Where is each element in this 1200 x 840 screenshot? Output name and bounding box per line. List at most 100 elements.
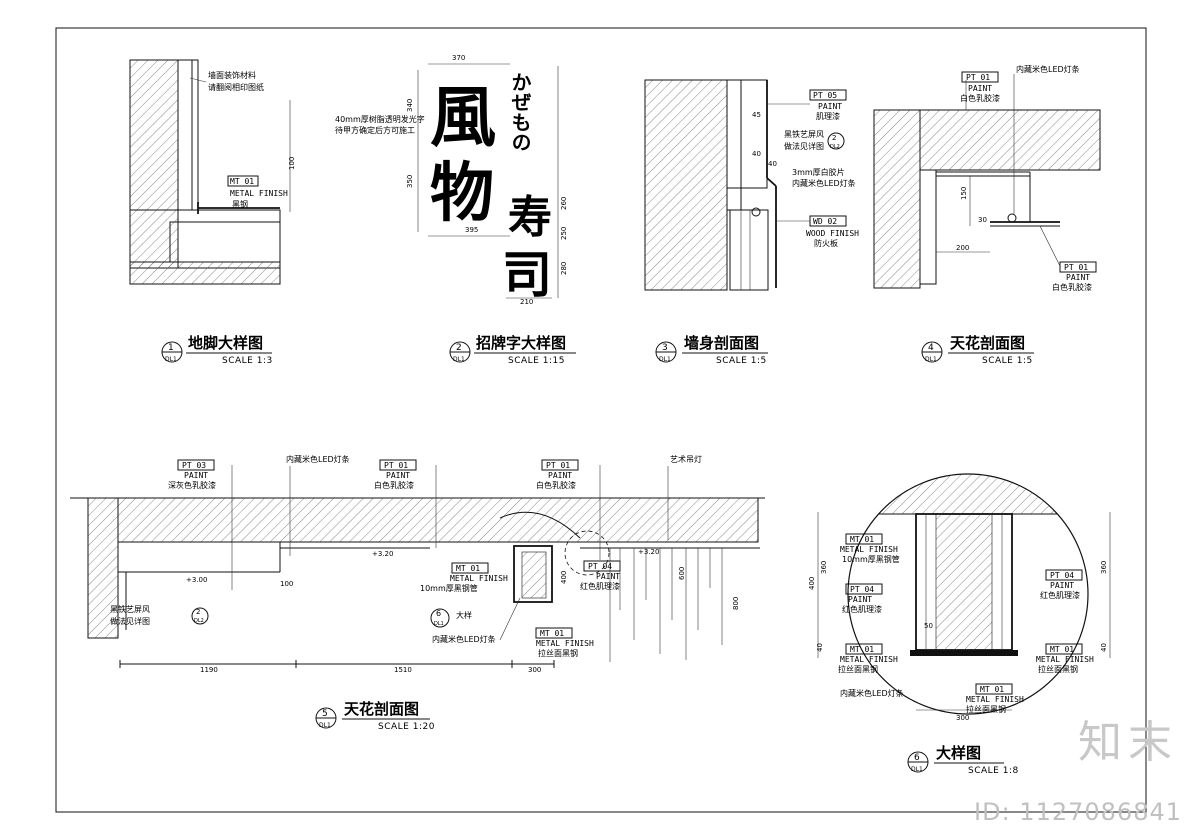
svg-text:内藏米色LED灯条: 内藏米色LED灯条 [286,454,350,464]
svg-text:400: 400 [560,571,568,584]
svg-text:DL1: DL1 [925,356,937,363]
svg-text:PAINT: PAINT [818,102,842,111]
svg-text:40: 40 [752,150,761,158]
svg-text:PT 04: PT 04 [588,562,612,571]
svg-text:红色肌理漆: 红色肌理漆 [842,604,882,614]
detail-1-skirting: 100 墙面装饰材料 请翻阅相印图纸 MT 01 METAL FINISH 黑钢… [129,59,296,366]
svg-text:1: 1 [168,343,174,353]
svg-text:白色乳胶漆: 白色乳胶漆 [1052,282,1092,292]
svg-text:600: 600 [678,567,686,580]
detail-2-sign-lettering: 40mm厚树脂透明发光字 待甲方确定后方可施工 370 395 340 350 … [335,54,576,366]
svg-text:DL1: DL1 [659,356,671,363]
svg-text:DL1: DL1 [165,356,177,363]
svg-text:内藏米色LED灯条: 内藏米色LED灯条 [792,178,856,188]
pendant-lamp [609,548,723,662]
tag-pt05: PT 05 [813,91,837,100]
svg-text:40: 40 [768,160,777,168]
note-see-drawing: 请翻阅相印图纸 [208,82,264,92]
detail-title: 天花剖面图 [950,334,1025,352]
detail-scale: SCALE 1:3 [222,356,273,366]
dim-100: 100 [288,157,296,170]
svg-text:红色肌理漆: 红色肌理漆 [1040,590,1080,600]
note-wall-finish: 墙面装饰材料 [208,70,256,80]
svg-text:3: 3 [662,343,668,353]
svg-text:MT 01: MT 01 [850,645,874,654]
svg-text:800: 800 [732,597,740,610]
svg-text:10mm厚黑钢管: 10mm厚黑钢管 [420,583,478,593]
svg-text:250: 250 [560,227,568,240]
svg-text:红色肌理漆: 红色肌理漆 [580,581,620,591]
detail-4-ceiling-section: PT 01 PAINT 白色乳胶漆 内藏米色LED灯条 150 30 200 P… [873,64,1101,366]
svg-text:45: 45 [752,111,761,119]
svg-text:260: 260 [560,197,568,210]
svg-text:MT 01: MT 01 [1050,645,1074,654]
svg-text:WOOD FINISH: WOOD FINISH [806,229,859,238]
tag-pt03: PT 03 [182,461,206,470]
svg-text:50: 50 [924,622,933,630]
svg-text:DL1: DL1 [453,356,465,363]
sign-char-1: 風 [430,79,496,156]
svg-text:METAL FINISH: METAL FINISH [450,574,508,583]
svg-text:METAL FINISH: METAL FINISH [536,639,594,648]
sign-char-4: 司 [502,246,552,304]
svg-text:300: 300 [528,666,541,674]
sign-char-3: 寿 [508,192,552,243]
svg-text:DL2: DL2 [194,618,204,624]
detail-title: 地脚大样图 [188,334,263,352]
svg-text:360: 360 [1100,561,1108,574]
detail-5-ceiling-section-large: +3.00 +3.20 +3.20 PT 03 PAINT 深灰色乳胶漆 内藏米… [70,454,765,732]
svg-text:5: 5 [322,709,328,719]
svg-text:PAINT: PAINT [596,572,620,581]
svg-text:大样: 大样 [456,610,472,620]
svg-text:1190: 1190 [200,666,218,674]
svg-text:PT 04: PT 04 [1050,571,1074,580]
svg-text:PAINT: PAINT [968,84,992,93]
svg-text:+3.20: +3.20 [638,548,659,556]
svg-text:拉丝面黑钢: 拉丝面黑钢 [966,704,1006,714]
svg-text:白色乳胶漆: 白色乳胶漆 [536,480,576,490]
svg-text:拉丝面黑钢: 拉丝面黑钢 [838,664,878,674]
svg-text:艺术吊灯: 艺术吊灯 [670,454,702,464]
svg-text:DL1: DL1 [319,722,331,729]
sign-char-2: 物 [430,157,494,231]
svg-text:METAL FINISH: METAL FINISH [840,545,898,554]
detail-scale: SCALE 1:5 [716,356,767,366]
svg-text:+3.20: +3.20 [372,550,393,558]
note-resin-letters: 40mm厚树脂透明发光字 [335,114,425,124]
svg-text:4: 4 [928,343,934,353]
svg-text:370: 370 [452,54,465,62]
svg-text:340: 340 [406,99,414,112]
svg-text:做法见详图: 做法见详图 [784,141,824,151]
svg-text:6: 6 [436,609,441,618]
svg-text:DL1: DL1 [911,766,923,773]
svg-text:PAINT: PAINT [548,471,572,480]
tag-mt01: MT 01 [230,177,254,186]
svg-text:PAINT: PAINT [1066,273,1090,282]
svg-text:深灰色乳胶漆: 深灰色乳胶漆 [168,480,216,490]
svg-text:+3.00: +3.00 [186,576,207,584]
svg-text:PT 01: PT 01 [1064,263,1088,272]
sheet-border [55,27,1147,813]
svg-text:6: 6 [914,753,920,763]
svg-text:350: 350 [406,175,414,188]
svg-text:300: 300 [956,714,969,722]
detail-title: 天花剖面图 [344,700,419,718]
svg-text:内藏米色LED灯条: 内藏米色LED灯条 [1016,64,1080,74]
svg-text:黑铁艺屏风: 黑铁艺屏风 [110,604,150,614]
svg-text:40: 40 [1100,643,1108,652]
svg-text:210: 210 [520,298,533,306]
detail-title: 招牌字大样图 [476,334,566,352]
svg-text:肌理漆: 肌理漆 [816,111,840,121]
svg-text:2: 2 [196,608,200,616]
svg-text:PAINT: PAINT [184,471,208,480]
svg-text:PAINT: PAINT [848,595,872,604]
svg-text:白色乳胶漆: 白色乳胶漆 [374,480,414,490]
note-confirm: 待甲方确定后方可施工 [335,125,415,135]
svg-text:内藏米色LED灯条: 内藏米色LED灯条 [840,688,904,698]
wall-section [129,59,179,269]
detail-3-wall-section: PT 05 PAINT 肌理漆 45 黑铁艺屏风 做法见详图 2 DL2 40 … [644,79,859,366]
svg-text:DL1: DL1 [434,621,444,627]
svg-text:2: 2 [832,134,836,142]
svg-text:150: 150 [960,187,968,200]
